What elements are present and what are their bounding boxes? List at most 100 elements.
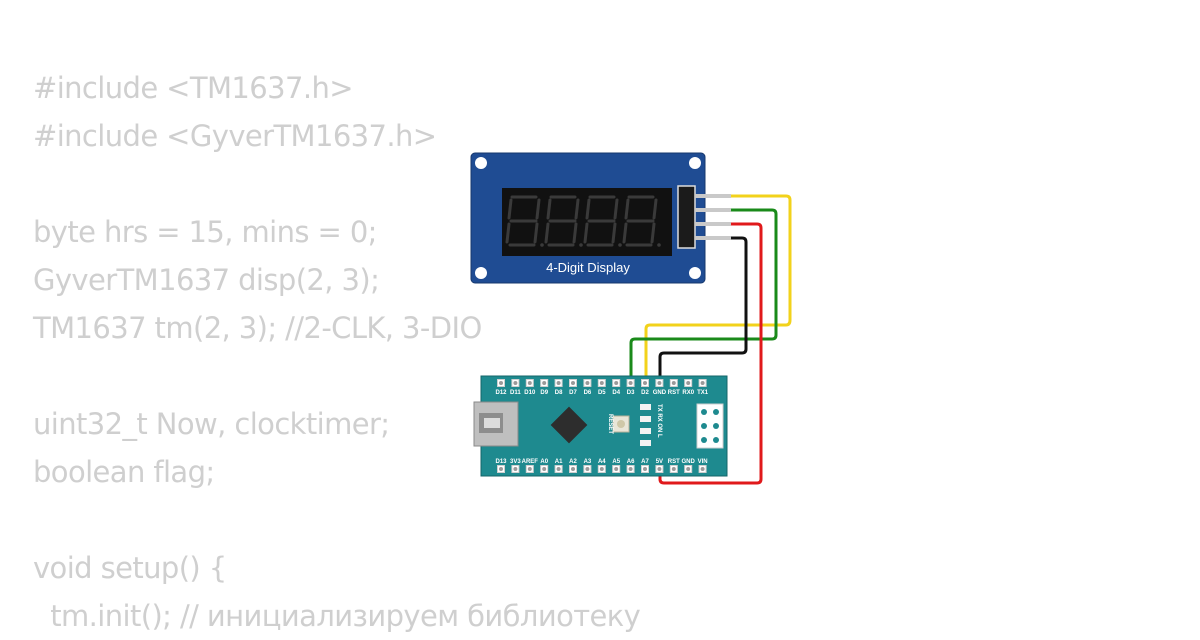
segment [505,222,511,244]
pin-label: AREF [522,459,539,465]
pin-label: D8 [555,390,563,396]
pin-label: A5 [612,459,620,465]
code-line: byte hrs = 15, mins = 0; [33,215,377,249]
code-line: #include <GyverTM1637.h> [33,119,437,153]
pin-hole [671,467,676,471]
wire-black [658,236,748,384]
pin-hole [614,467,619,471]
segment [585,198,591,220]
pin-label: D9 [540,390,548,396]
pin-label: RX0 [682,390,694,396]
decimal-point [618,243,622,247]
pin-hole [571,381,575,385]
segment [544,222,550,244]
pin-hole [700,381,705,385]
pin-label: A2 [569,459,577,465]
segment [546,198,552,220]
pin-hole [585,467,590,471]
pin-hole [700,467,705,471]
wire-yellow [644,194,792,384]
mount-hole-icon [475,157,487,169]
segment [574,198,580,220]
pin-hole [599,381,604,385]
pin-label: A6 [627,459,635,465]
pin-hole [513,467,518,471]
pin-hole [657,381,662,385]
pin-label: 3V3 [510,459,521,465]
pin-hole [513,381,518,385]
pin-hole [527,381,532,385]
segment [652,198,658,220]
pin-label: 5V [656,459,663,465]
code-line: uint32_t Now, clocktimer; [33,407,390,441]
pin-label: RST [668,390,680,396]
pin-label: TX1 [697,390,709,396]
wires [629,194,792,485]
pin-label: D2 [641,390,649,396]
decimal-point [540,243,544,247]
pin-hole [571,467,575,471]
pin-label: VIN [698,459,708,465]
pin-label: D7 [569,390,577,396]
pin-label: A7 [641,459,649,465]
pin-hole [542,467,547,471]
icsp-header [696,403,724,449]
segment [613,198,619,220]
pin-label: A3 [584,459,592,465]
display-label: 4-Digit Display [546,260,630,275]
pin-hole [556,381,561,385]
pin-hole [499,381,503,385]
pin-hole [628,381,633,385]
code-line: tm.init(); // инициализируем библиотеку [33,599,641,633]
pin-label: D6 [584,390,592,396]
wire-red [658,222,763,485]
pin-hole [628,467,633,471]
pin-hole [671,381,676,385]
pin-label: RST [668,459,680,465]
segment [533,222,539,244]
mount-hole-icon [689,267,701,279]
pin-hole [527,467,532,471]
pin-hole [643,381,647,385]
segment [624,198,630,220]
pin-label: D10 [524,390,536,396]
code-line: #include <TM1637.h> [33,71,354,105]
pin-label: D12 [495,390,507,396]
reset-label: RESET [607,414,613,434]
pin-hole [599,467,604,471]
code-snippet: #include <TM1637.h> #include <GyverTM1637… [33,64,641,640]
pin-label: A0 [540,459,548,465]
segment [622,222,628,244]
decimal-point [579,243,583,247]
mount-hole-icon [689,157,701,169]
pin-hole [585,381,590,385]
pin-header [677,185,696,249]
mount-hole-icon [475,267,487,279]
status-leds [640,404,651,446]
code-line: TM1637 tm(2, 3); //2-CLK, 3-DIO [33,311,482,345]
microcontroller-chip-icon [550,406,588,444]
pin-label: D13 [495,459,507,465]
pin-label: A4 [598,459,606,465]
segment [572,222,578,244]
segment [583,222,589,244]
pin-label: D3 [627,390,635,396]
segment [507,198,513,220]
four-digit-display-module[interactable]: 4-Digit Display [470,152,731,284]
pin-label: D4 [612,390,620,396]
pin-hole [686,467,691,471]
led-labels: TX RX ON L [656,404,662,438]
pin-hole [657,467,662,471]
pin-label: D11 [510,390,521,396]
pin-label: A1 [555,459,563,465]
segment [611,222,617,244]
pin-hole [556,467,561,471]
code-line: boolean flag; [33,455,215,489]
pin-hole [499,467,503,471]
wire-green [629,208,778,384]
pin-label: GND [682,459,696,465]
pin-hole [614,381,619,385]
pin-hole [542,381,547,385]
